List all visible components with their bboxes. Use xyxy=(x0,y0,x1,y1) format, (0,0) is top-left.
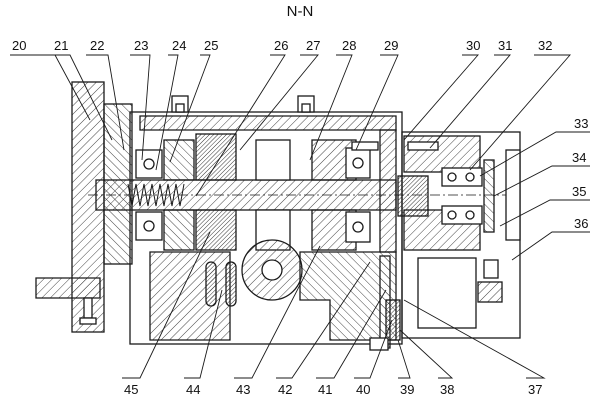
label-40: 40 xyxy=(356,382,370,397)
bolt-36 xyxy=(483,259,499,279)
label-29: 29 xyxy=(384,38,398,53)
handle-arm xyxy=(35,277,101,299)
label-26: 26 xyxy=(274,38,288,53)
motor-cap xyxy=(505,149,521,241)
label-35: 35 xyxy=(572,184,586,199)
motor-lower-cavity xyxy=(417,257,477,329)
label-27: 27 xyxy=(306,38,320,53)
coupling xyxy=(397,175,429,217)
motor-base xyxy=(477,281,503,303)
label-38: 38 xyxy=(440,382,454,397)
bearing-right-bottom xyxy=(345,211,371,243)
label-32: 32 xyxy=(538,38,552,53)
label-36: 36 xyxy=(574,216,588,231)
top-labels: 20 21 22 23 24 25 26 27 28 29 30 31 32 xyxy=(12,38,552,53)
bottom-labels: 45 44 43 42 41 40 39 38 37 xyxy=(124,382,542,397)
label-30: 30 xyxy=(466,38,480,53)
gear-upper xyxy=(195,133,237,181)
label-39: 39 xyxy=(400,382,414,397)
right-labels: 33 34 35 36 xyxy=(572,116,588,231)
spring-pin xyxy=(385,299,401,341)
label-43: 43 xyxy=(236,382,250,397)
label-33: 33 xyxy=(574,116,588,131)
label-25: 25 xyxy=(204,38,218,53)
label-21: 21 xyxy=(54,38,68,53)
housing-lower-block xyxy=(149,251,231,341)
label-20: 20 xyxy=(12,38,26,53)
collar-left-low xyxy=(163,209,195,251)
housing-top-wall xyxy=(139,115,397,131)
gear-mid-upper xyxy=(255,139,291,181)
label-22: 22 xyxy=(90,38,104,53)
section-title: N-N xyxy=(287,3,314,20)
mechanism-section xyxy=(35,81,521,351)
screw-29 xyxy=(351,141,379,151)
label-44: 44 xyxy=(186,382,200,397)
label-34: 34 xyxy=(572,150,586,165)
label-37: 37 xyxy=(528,382,542,397)
collar-left xyxy=(163,139,195,181)
label-24: 24 xyxy=(172,38,186,53)
spring xyxy=(127,183,185,207)
label-45: 45 xyxy=(124,382,138,397)
base-screw xyxy=(369,337,389,351)
label-31: 31 xyxy=(498,38,512,53)
gear-lower xyxy=(195,209,237,251)
label-23: 23 xyxy=(134,38,148,53)
handle-bolt xyxy=(83,297,93,319)
leader-lines xyxy=(10,54,590,379)
bolt-30 xyxy=(407,141,439,151)
spring-coil-b xyxy=(225,261,237,307)
label-42: 42 xyxy=(278,382,292,397)
label-28: 28 xyxy=(342,38,356,53)
label-41: 41 xyxy=(318,382,332,397)
spring-coil-a xyxy=(205,261,217,307)
